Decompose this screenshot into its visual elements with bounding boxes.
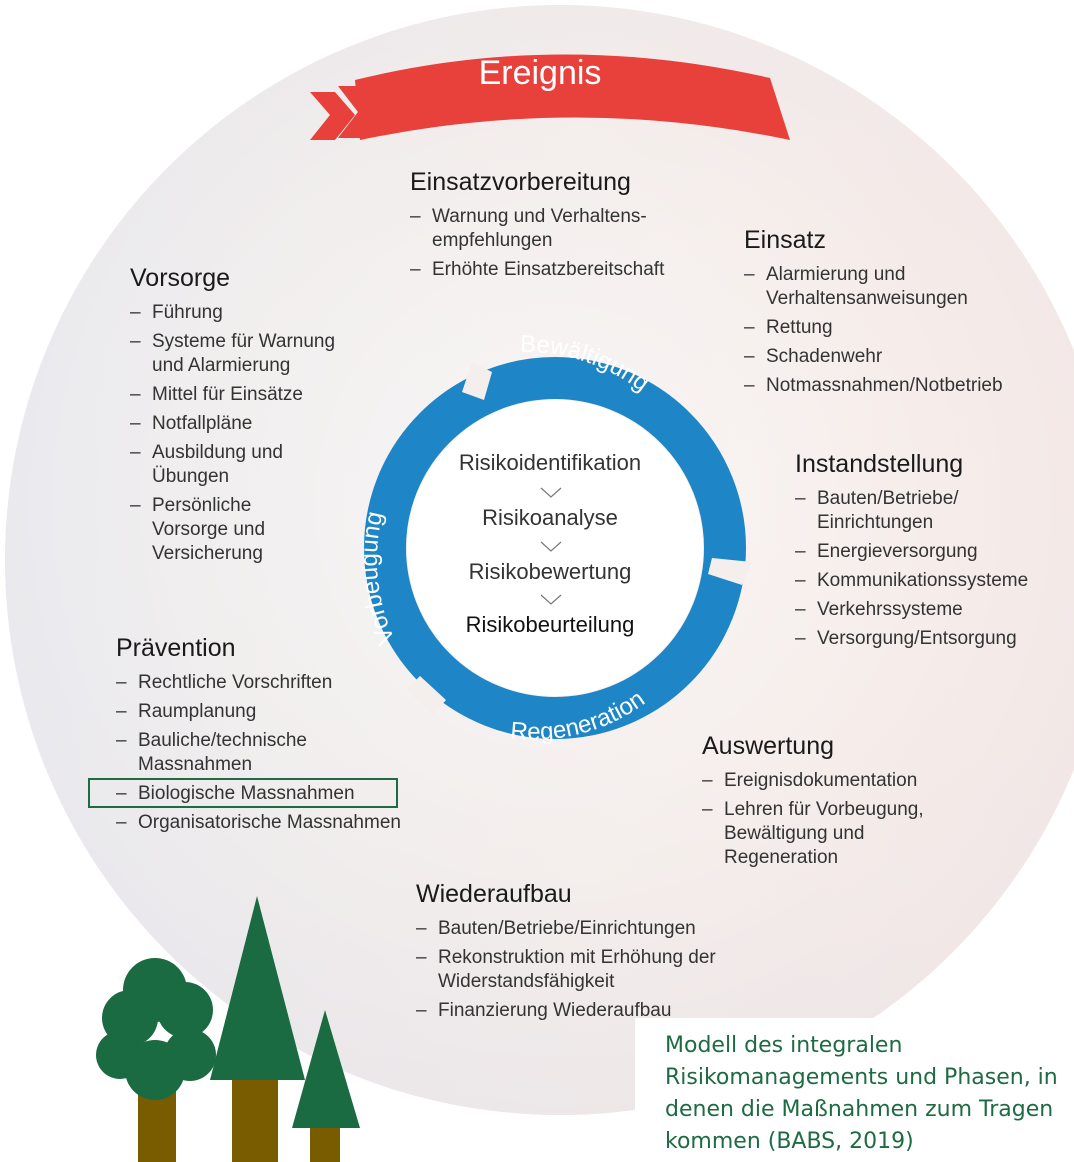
block-praevention: Prävention Rechtliche Vorschriften Raump…: [116, 634, 456, 840]
trees-illustration: [96, 896, 360, 1162]
vorsorge-title: Vorsorge: [130, 264, 231, 292]
chevron-down-icon: [540, 541, 562, 552]
einsatz-title: Einsatz: [744, 226, 826, 254]
list-item: Warnung und Verhaltens- empfehlungen: [410, 205, 730, 253]
list-item: Finanzierung Wiederaufbau: [416, 999, 756, 1023]
step-risikobewertung: Risikobewertung: [468, 559, 632, 584]
wiederaufbau-title: Wiederaufbau: [416, 880, 572, 908]
chevron-down-icon: [540, 594, 562, 605]
list-item: Notfallpläne: [130, 412, 370, 436]
list-item: Systeme für Warnung und Alarmierung: [130, 330, 370, 378]
step-risikoanalyse: Risikoanalyse: [482, 505, 618, 530]
chevron-down-icon: [540, 487, 562, 498]
instandstellung-title: Instandstellung: [795, 450, 964, 478]
list-item: Mittel für Einsätze: [130, 383, 370, 407]
highlight-box-biologische-massnahmen: [88, 778, 398, 808]
block-instandstellung: Instandstellung Bauten/Betriebe/ Einrich…: [795, 450, 1070, 656]
list-item: Notmassnahmen/Notbetrieb: [744, 374, 1024, 398]
ereignis-banner: Ereignis: [310, 54, 790, 141]
list-item: Energieversorgung: [795, 540, 1070, 564]
list-item: Bauten/Betriebe/ Einrichtungen: [795, 487, 997, 535]
auswertung-title: Auswertung: [702, 732, 835, 760]
list-item: Rechtliche Vorschriften: [116, 671, 456, 695]
block-einsatz: Einsatz Alarmierung und Verhaltensanweis…: [744, 226, 1064, 403]
figure-caption: Modell des integralen Risikomanagements …: [635, 1018, 1071, 1162]
list-item: Versorgung/Entsorgung: [795, 627, 1070, 651]
list-item: Schadenwehr: [744, 345, 1024, 369]
einsatzvorbereitung-title: Einsatzvorbereitung: [410, 168, 631, 196]
list-item: Führung: [130, 301, 370, 325]
list-item: Persönliche Vorsorge und Versicherung: [130, 494, 312, 566]
block-auswertung: Auswertung Ereignisdokumentation Lehren …: [702, 732, 982, 875]
list-item: Verkehrssysteme: [795, 598, 1070, 622]
list-item: Raumplanung: [116, 700, 456, 724]
praevention-title: Prävention: [116, 634, 236, 662]
list-item: Organisatorische Massnahmen: [116, 811, 456, 835]
step-risikobeurteilung: Risikobeurteilung: [465, 612, 635, 637]
step-risikoidentifikation: Risikoidentifikation: [458, 450, 642, 475]
list-item: Bauten/Betriebe/Einrichtungen: [416, 917, 756, 941]
list-item: Rettung: [744, 316, 1024, 340]
list-item: Ereignisdokumentation: [702, 769, 982, 793]
list-item: Rekonstruktion mit Erhöhung der Widersta…: [416, 946, 748, 994]
list-item: Ausbildung und Übungen: [130, 441, 322, 489]
list-item: Kommunikationssysteme: [795, 569, 1070, 593]
list-item: Bauliche/technische Massnahmen: [116, 729, 368, 777]
block-wiederaufbau: Wiederaufbau Bauten/Betriebe/Einrichtung…: [416, 880, 756, 1028]
banner-label: Ereignis: [479, 54, 602, 92]
list-item: Alarmierung und Verhaltensanweisungen: [744, 263, 1024, 311]
block-einsatzvorbereitung: Einsatzvorbereitung Warnung und Verhalte…: [410, 168, 730, 287]
list-item: Biologische Massnahmen: [116, 782, 456, 806]
block-vorsorge: Vorsorge Führung Systeme für Warnung und…: [130, 264, 380, 571]
list-item: Erhöhte Einsatzbereitschaft: [410, 258, 730, 282]
list-item: Lehren für Vorbeugung, Bewältigung und R…: [702, 798, 964, 870]
